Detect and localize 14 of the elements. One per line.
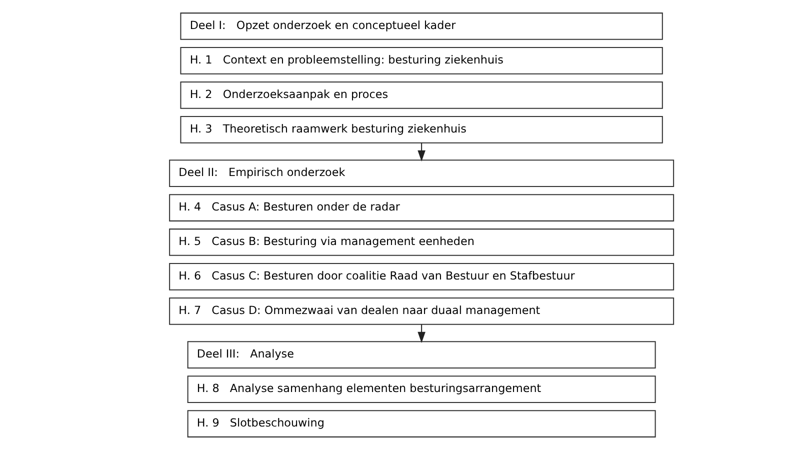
- node-box: H. 2 Onderzoeksaanpak en proces: [180, 81, 662, 108]
- node-box: H. 7 Casus D: Ommezwaai van dealen naar duaal management: [168, 297, 674, 324]
- node-box: H. 4 Casus A: Besturen onder de radar: [168, 194, 674, 221]
- node-box: H. 8 Analyse samenhang elementen besturingsarrangement: [186, 375, 656, 402]
- node-box: H. 1 Context en probleemstelling: besturing ziekenhuis: [180, 46, 662, 74]
- node-box: Deel II: Empirisch onderzoek: [168, 159, 674, 186]
- node-box: H. 3 Theoretisch raamwerk besturing ziekenhuis: [180, 115, 662, 143]
- node-box: Deel III: Analyse: [186, 340, 656, 368]
- arrow: [417, 142, 425, 161]
- node-box: H. 9 Slotbeschouwing: [186, 410, 656, 437]
- node-box: Deel I: Opzet onderzoek en conceptueel kader: [180, 12, 662, 40]
- arrow: [417, 324, 425, 343]
- node-box: H. 6 Casus C: Besturen door coalitie Raad van Bestuur en Stafbestuur: [168, 262, 674, 290]
- node-box: H. 5 Casus B: Besturing via management eenheden: [168, 228, 674, 256]
